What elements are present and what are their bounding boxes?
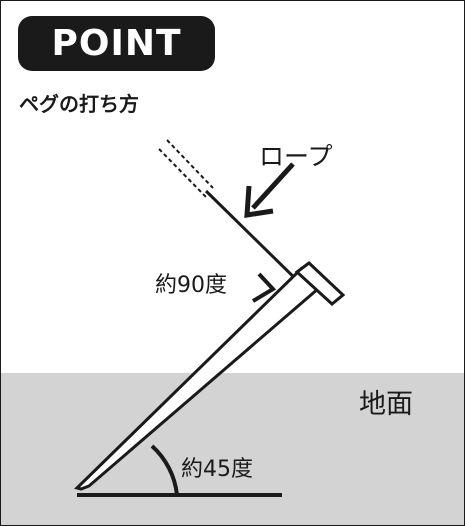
rope-arrow-shaft xyxy=(251,162,295,210)
rope-arrow-head xyxy=(244,185,274,218)
right-angle-marker xyxy=(251,272,277,303)
point-badge: POINT xyxy=(18,16,215,71)
ground-area xyxy=(1,373,464,525)
angle-90-label: 約90度 xyxy=(155,273,227,298)
angle-45-arc xyxy=(150,444,179,496)
rope-label: ロープ xyxy=(259,142,333,171)
peg-head xyxy=(294,261,346,306)
rope-line xyxy=(204,189,311,294)
angle-45-label: 約45度 xyxy=(181,457,253,482)
diagram-subtitle: ペグの打ち方 xyxy=(19,92,139,116)
ground-label: 地面 xyxy=(359,389,413,420)
